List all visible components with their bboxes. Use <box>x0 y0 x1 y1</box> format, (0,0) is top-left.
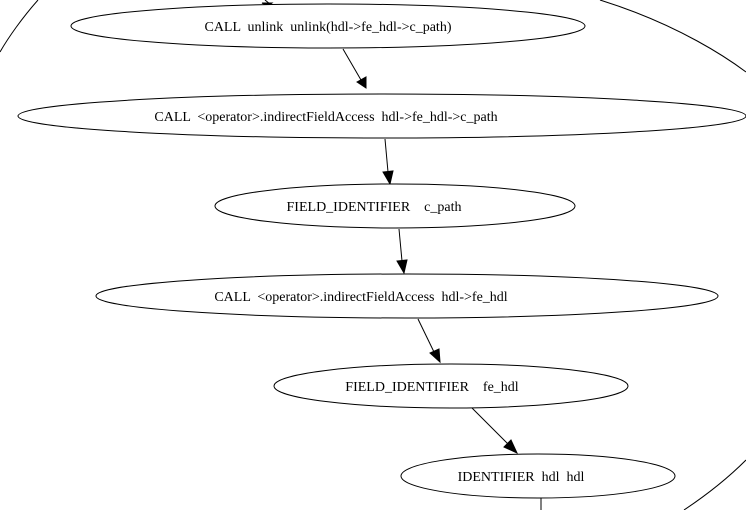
node-field-identifier-c-path-shape <box>214 183 576 229</box>
edge-n4-n5-arrowhead <box>429 348 441 364</box>
node-identifier-hdl-shape <box>400 453 676 499</box>
node-call-unlink-label: CALL unlink unlink(hdl->fe_hdl->c_path) <box>204 20 451 35</box>
edges <box>342 48 519 455</box>
background-curve-bottom-right <box>683 459 746 510</box>
node-field-identifier-c-path-label: FIELD_IDENTIFIER c_path <box>287 200 462 215</box>
node-call-indirect-field-access-c-path-label: CALL <operator>.indirectFieldAccess hdl-… <box>154 110 497 125</box>
edge-n1-n2 <box>342 48 362 81</box>
node-field-identifier-fe-hdl-shape <box>273 363 629 409</box>
node-call-indirect-field-access-c-path-shape <box>17 93 746 139</box>
background-curve-left <box>0 0 39 53</box>
node-call-indirect-field-access-fe-hdl[interactable]: CALL <operator>.indirectFieldAccess hdl-… <box>95 273 719 319</box>
background-curve-right <box>599 0 746 73</box>
edge-n5-n6-arrowhead <box>503 439 519 455</box>
edge-n4-n5 <box>417 318 435 353</box>
node-field-identifier-c-path[interactable]: FIELD_IDENTIFIER c_path <box>214 183 576 229</box>
node-call-indirect-field-access-fe-hdl-label: CALL <operator>.indirectFieldAccess hdl-… <box>214 290 507 305</box>
edge-n1-n2-arrowhead <box>356 76 367 89</box>
edge-n3-n4-arrowhead <box>396 259 408 275</box>
edge-n2-n3 <box>384 138 389 173</box>
node-field-identifier-fe-hdl-label: FIELD_IDENTIFIER fe_hdl <box>345 380 519 395</box>
edge-n3-n4 <box>398 228 403 262</box>
node-call-indirect-field-access-c-path[interactable]: CALL <operator>.indirectFieldAccess hdl-… <box>17 93 746 139</box>
node-identifier-hdl-label: IDENTIFIER hdl hdl <box>458 470 585 485</box>
edge-n5-n6 <box>471 407 509 445</box>
node-field-identifier-fe-hdl[interactable]: FIELD_IDENTIFIER fe_hdl <box>273 363 629 409</box>
edge-n2-n3-arrowhead <box>382 170 394 186</box>
node-identifier-hdl[interactable]: IDENTIFIER hdl hdl <box>400 453 676 499</box>
node-call-indirect-field-access-fe-hdl-shape <box>95 273 719 319</box>
node-call-unlink-shape <box>70 3 586 49</box>
node-call-unlink[interactable]: CALL unlink unlink(hdl->fe_hdl->c_path) <box>70 3 586 49</box>
